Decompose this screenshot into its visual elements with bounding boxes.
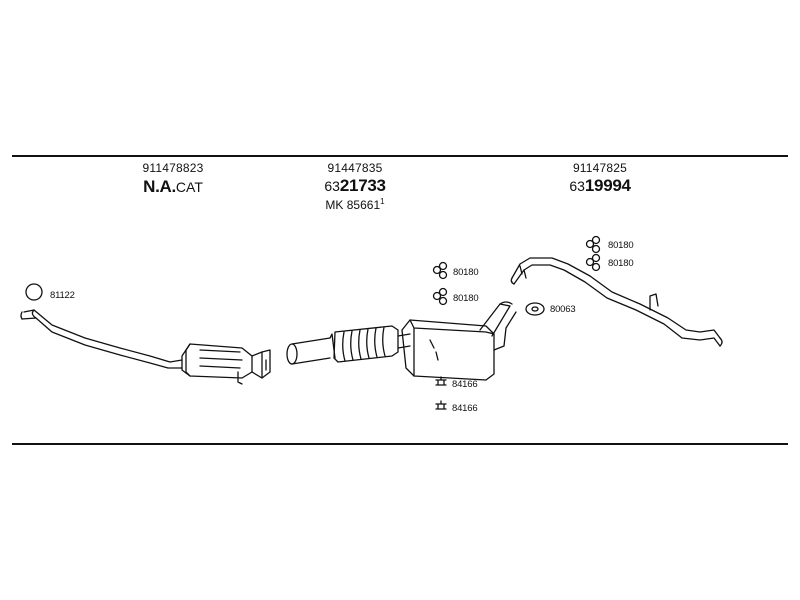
label-84166: 84166 [452,403,478,414]
part-title: 6321733 [305,177,405,195]
subtitle-text: MK 85661 [325,198,381,212]
label-80180: 80180 [453,267,479,278]
label-80180: 80180 [608,258,634,269]
part-number: 911478823 [142,161,204,175]
gasket-icon [525,302,545,316]
silencer-icon [401,301,517,381]
label-80180: 80180 [608,240,634,251]
column-header-cat: 911478823 N.A.CAT [118,162,228,196]
title-bold: N.A. [143,177,176,196]
column-header-rear: 91147825 6319994 [550,162,650,195]
part-number: 91147825 [572,161,628,175]
top-divider [12,155,788,157]
part-title: N.A.CAT [118,178,228,196]
catalytic-converter-icon [181,343,271,385]
hanger-icon [585,235,601,254]
ring-gasket-icon [25,283,43,301]
title-prefix: 63 [324,178,340,194]
bottom-divider [12,443,788,445]
part-number: 91447835 [327,161,383,175]
title-rest: CAT [175,179,203,195]
label-80180: 80180 [453,293,479,304]
hanger-icon [585,253,601,272]
subtitle-sup: 1 [380,197,385,206]
label-80063: 80063 [550,304,576,315]
hanger-icon [432,287,448,306]
part-subtitle: MK 856611 [305,197,405,212]
part-title: 6319994 [550,177,650,195]
rubber-mount-icon [435,400,447,410]
title-prefix: 63 [569,178,585,194]
tail-pipe-icon [510,257,723,347]
column-header-middle: 91447835 6321733 MK 856611 [305,162,405,211]
rubber-mount-icon [435,376,447,386]
front-pipe-icon [20,309,183,369]
label-84166: 84166 [452,379,478,390]
hanger-icon [432,261,448,280]
label-81122: 81122 [50,290,75,301]
title-bold: 19994 [584,176,631,195]
title-bold: 21733 [339,176,386,195]
middle-pipe-icon [286,325,411,365]
